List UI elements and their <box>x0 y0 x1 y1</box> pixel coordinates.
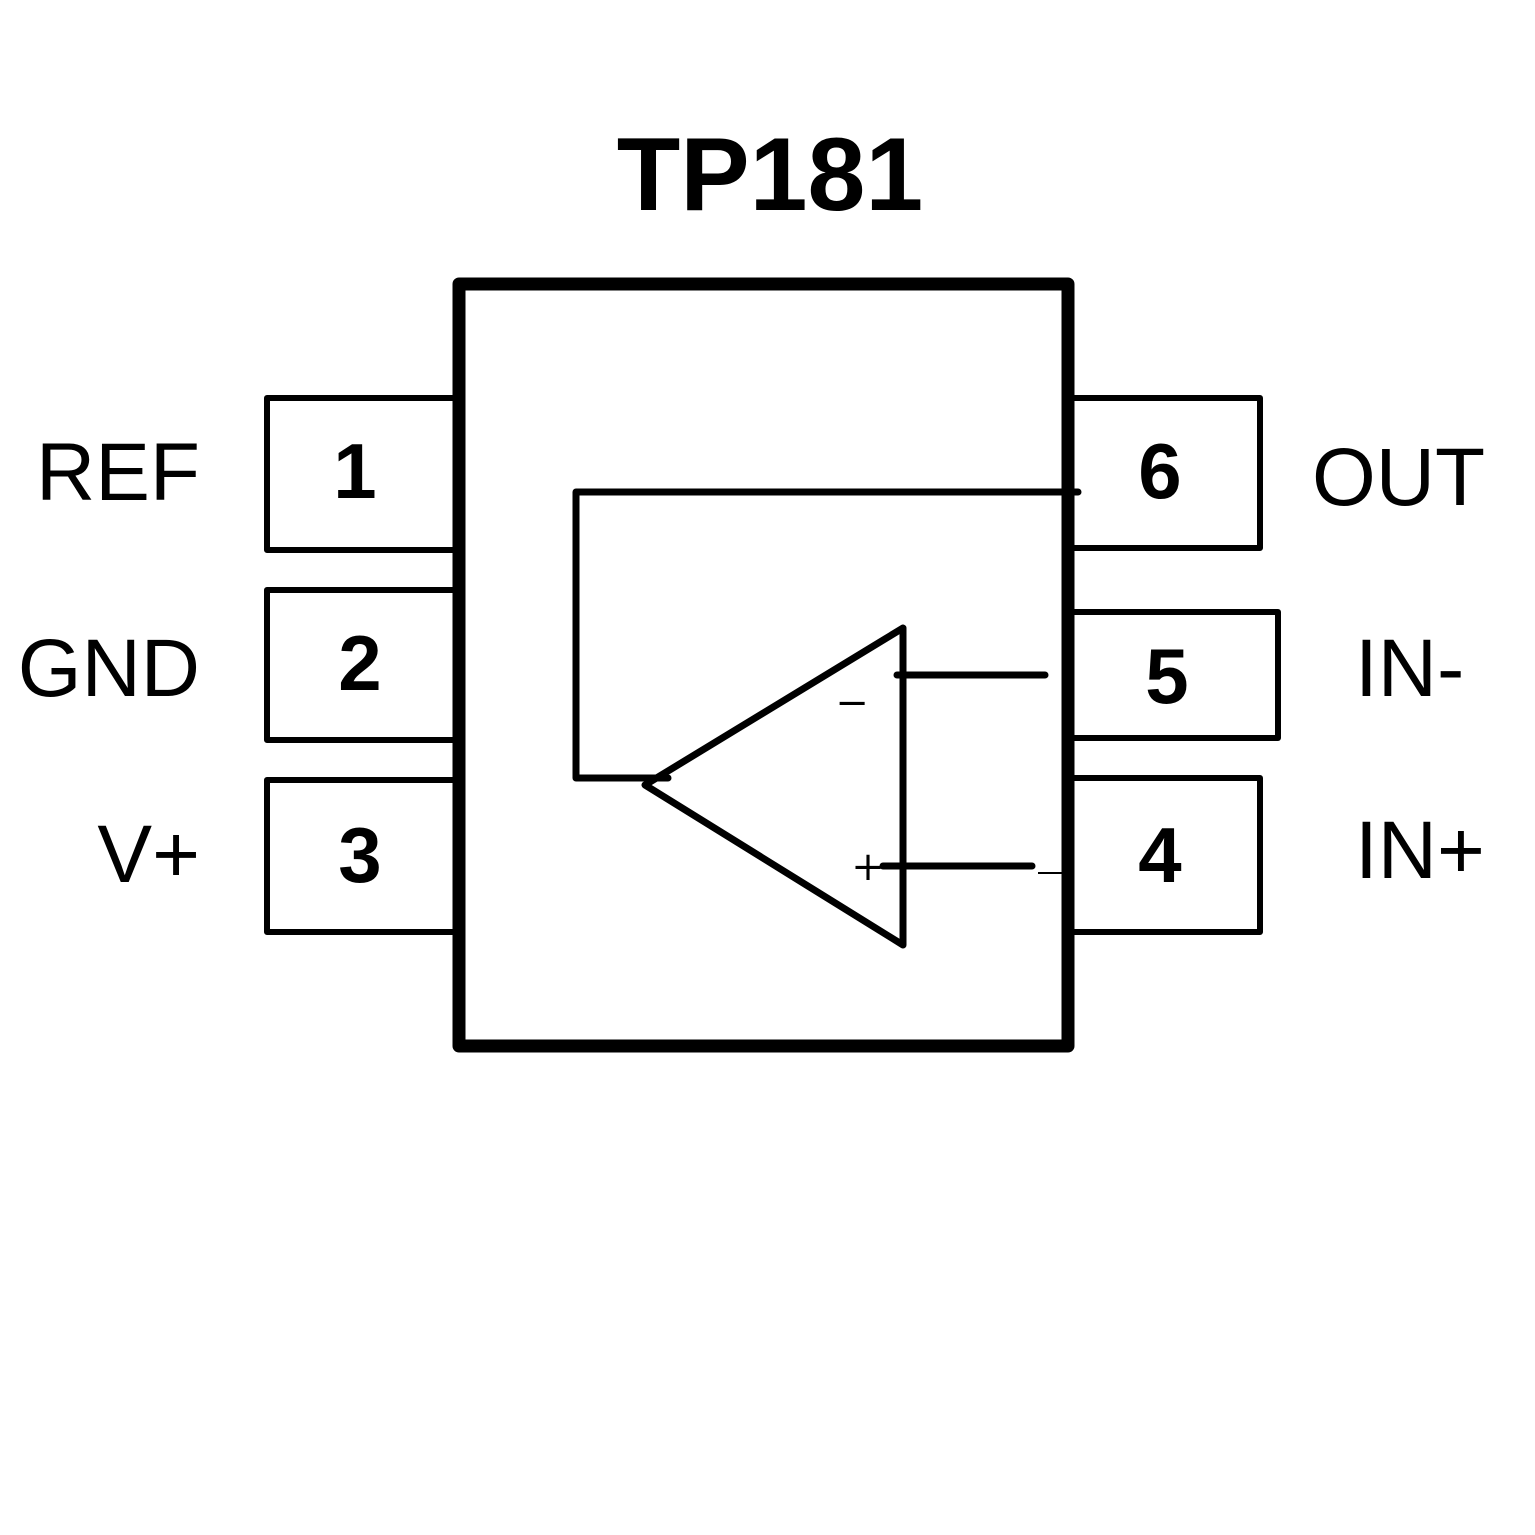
pin-1-number: 1 <box>333 427 376 515</box>
pin-6-number: 6 <box>1138 427 1181 515</box>
pin-3-label: V+ <box>97 809 200 900</box>
pin-1-label: REF <box>36 427 200 518</box>
pin-6-box <box>1072 395 1263 551</box>
inverting-sign: − <box>835 680 869 726</box>
chip-body <box>452 277 1075 1053</box>
pin-5-number: 5 <box>1145 632 1188 720</box>
pin-4-box <box>1072 775 1263 935</box>
pin-2-number: 2 <box>338 619 381 707</box>
opamp-triangle <box>641 624 907 949</box>
pin-2-label: GND <box>18 623 200 714</box>
pin-4-number: 4 <box>1138 811 1181 899</box>
noninverting-sign: + <box>851 844 885 890</box>
pin-2-box <box>264 587 457 743</box>
pin-4-label: IN+ <box>1355 805 1485 896</box>
chip-title: TP181 <box>617 117 923 233</box>
pin-5-box <box>1072 609 1281 741</box>
pin-3-box <box>264 777 457 935</box>
pin-5-label: IN- <box>1355 623 1464 714</box>
feedback-wire <box>572 488 1082 782</box>
pin-1-box <box>264 395 457 553</box>
pin-6-label: OUT <box>1312 432 1485 523</box>
pin-3-number: 3 <box>338 811 381 899</box>
